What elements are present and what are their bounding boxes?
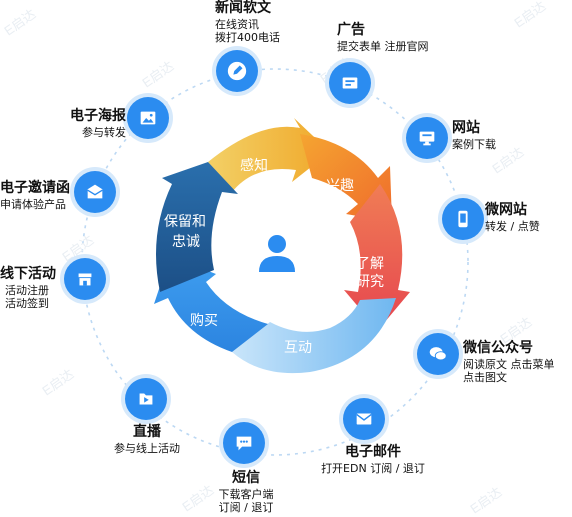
news-title: 新闻软文 <box>215 0 271 16</box>
mobile-site-title: 微网站 <box>485 202 527 218</box>
chat-icon <box>429 347 447 361</box>
sms-label: 短信 下载客户端 订阅 / 退订 <box>206 470 286 515</box>
segment-research <box>344 184 410 330</box>
offline-event-node <box>64 258 106 300</box>
play-icon <box>139 393 153 405</box>
live-node <box>125 378 167 420</box>
wechat-title: 微信公众号 <box>463 340 533 356</box>
phone-icon <box>458 210 468 228</box>
live-title: 直播 <box>133 424 161 440</box>
segment-awareness <box>208 118 330 192</box>
news-line1: 在线资讯 <box>215 17 259 31</box>
label-retain-2: 忠诚 <box>172 234 200 250</box>
segment-interact <box>232 298 396 374</box>
news-line2: 拨打400电话 <box>215 31 280 45</box>
wechat-label: 微信公众号 阅读原文 点击菜单 点击图文 <box>463 340 555 385</box>
news-node <box>216 50 258 92</box>
mobile-site-label: 微网站 转发 / 点赞 <box>485 202 540 233</box>
website-title: 网站 <box>452 120 480 136</box>
poster-node <box>127 97 169 139</box>
website-node <box>406 117 448 159</box>
sms-node <box>223 422 265 464</box>
envelope-icon <box>356 413 372 425</box>
sms-title: 短信 <box>232 470 260 486</box>
email-label: 电子邮件 打开EDN 订阅 / 退订 <box>312 444 434 475</box>
poster-title: 电子海报 <box>70 108 126 124</box>
news-label: 新闻软文 在线资讯 拨打400电话 <box>215 0 280 45</box>
label-retain-1: 保留和 <box>164 214 206 230</box>
wechat-node <box>417 333 459 375</box>
live-line1: 参与线上活动 <box>114 441 180 455</box>
invitation-icon <box>87 184 103 199</box>
sms-line1: 下载客户端 <box>218 487 274 501</box>
label-research-2: 研究 <box>356 274 384 290</box>
email-node <box>343 398 385 440</box>
poster-line1: 参与转发 <box>82 125 126 139</box>
billboard-icon <box>342 77 358 89</box>
invitation-line1: 申请体验产品 <box>0 197 66 211</box>
label-purchase: 购买 <box>190 313 218 329</box>
user-icon <box>259 235 295 272</box>
email-title: 电子邮件 <box>345 444 401 460</box>
offline-event-title: 线下活动 <box>0 266 56 282</box>
wechat-line2: 点击图文 <box>463 371 507 385</box>
ads-line1: 提交表单 注册官网 <box>337 39 429 53</box>
website-line1: 案例下载 <box>452 137 496 151</box>
ads-title: 广告 <box>337 22 365 38</box>
message-icon <box>236 436 252 451</box>
offline-event-label: 线下活动 活动注册 活动签到 <box>0 266 56 311</box>
segment-retain <box>156 162 238 292</box>
label-research-1: 了解 <box>356 256 384 272</box>
invitation-label: 电子邀请函 申请体验产品 <box>0 180 70 211</box>
sms-line2: 订阅 / 退订 <box>218 501 274 515</box>
orbit-ring <box>81 68 469 456</box>
monitor-icon <box>419 131 435 146</box>
website-label: 网站 案例下载 <box>452 120 496 151</box>
offline-event-line1: 活动注册 <box>5 283 49 297</box>
invitation-node <box>74 171 116 213</box>
label-interest: 兴趣 <box>326 178 354 194</box>
label-awareness: 感知 <box>240 157 268 174</box>
mobile-site-node <box>442 198 484 240</box>
offline-event-line2: 活动签到 <box>5 297 49 311</box>
ads-label: 广告 提交表单 注册官网 <box>337 22 429 53</box>
pen-icon <box>227 61 247 81</box>
picture-icon <box>140 111 156 125</box>
invitation-title: 电子邀请函 <box>0 180 70 196</box>
live-label: 直播 参与线上活动 <box>100 424 194 455</box>
ads-node <box>329 62 371 104</box>
mobile-site-line1: 转发 / 点赞 <box>485 219 540 233</box>
store-icon <box>78 273 92 286</box>
wechat-line1: 阅读原文 点击菜单 <box>463 357 555 371</box>
poster-label: 电子海报 参与转发 <box>54 108 126 139</box>
label-interact: 互动 <box>284 340 312 356</box>
email-line1: 打开EDN 订阅 / 退订 <box>321 461 425 475</box>
